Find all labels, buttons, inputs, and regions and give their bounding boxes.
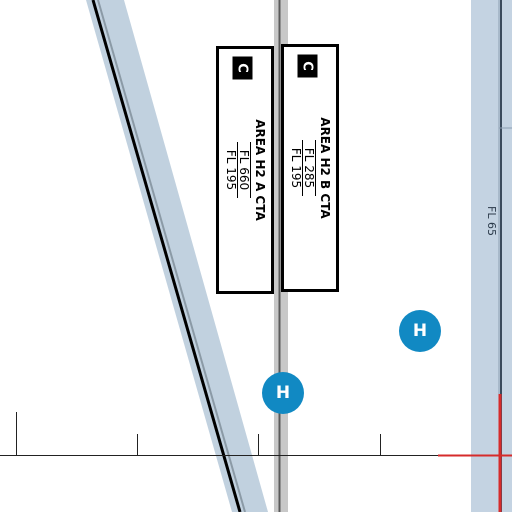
diagonal-boundary <box>86 0 268 512</box>
airspace-label-h2a[interactable]: C AREA H2 A CTA FL 660 FL 195 <box>216 46 274 294</box>
edge-flight-level-label: FL 65 <box>485 206 498 236</box>
right-panel <box>471 0 512 512</box>
airspace-name: AREA H2 B CTA <box>318 117 332 219</box>
airspace-lower-limit: FL 195 <box>289 147 303 189</box>
heliport-icon[interactable]: H <box>262 372 304 414</box>
diagonal-boundary-line <box>91 0 242 512</box>
right-panel-band <box>471 0 512 512</box>
airspace-class-badge: C <box>232 56 253 80</box>
diagonal-boundary-band <box>86 0 268 512</box>
diagonal-boundary-shadow <box>97 0 246 512</box>
airspace-label-text: AREA H2 B CTA FL 285 FL 195 <box>289 106 332 230</box>
airspace-label-text: AREA H2 A CTA FL 660 FL 195 <box>224 108 267 232</box>
airspace-label-h2b[interactable]: C AREA H2 B CTA FL 285 FL 195 <box>281 44 339 292</box>
airspace-upper-limit: FL 285 <box>302 139 316 197</box>
airspace-class-badge: C <box>297 54 318 78</box>
scale-line <box>0 412 512 457</box>
heliport-icon[interactable]: H <box>399 310 441 352</box>
airspace-lower-limit: FL 195 <box>224 149 238 191</box>
airspace-upper-limit: FL 660 <box>237 141 251 199</box>
airspace-name: AREA H2 A CTA <box>253 119 267 221</box>
